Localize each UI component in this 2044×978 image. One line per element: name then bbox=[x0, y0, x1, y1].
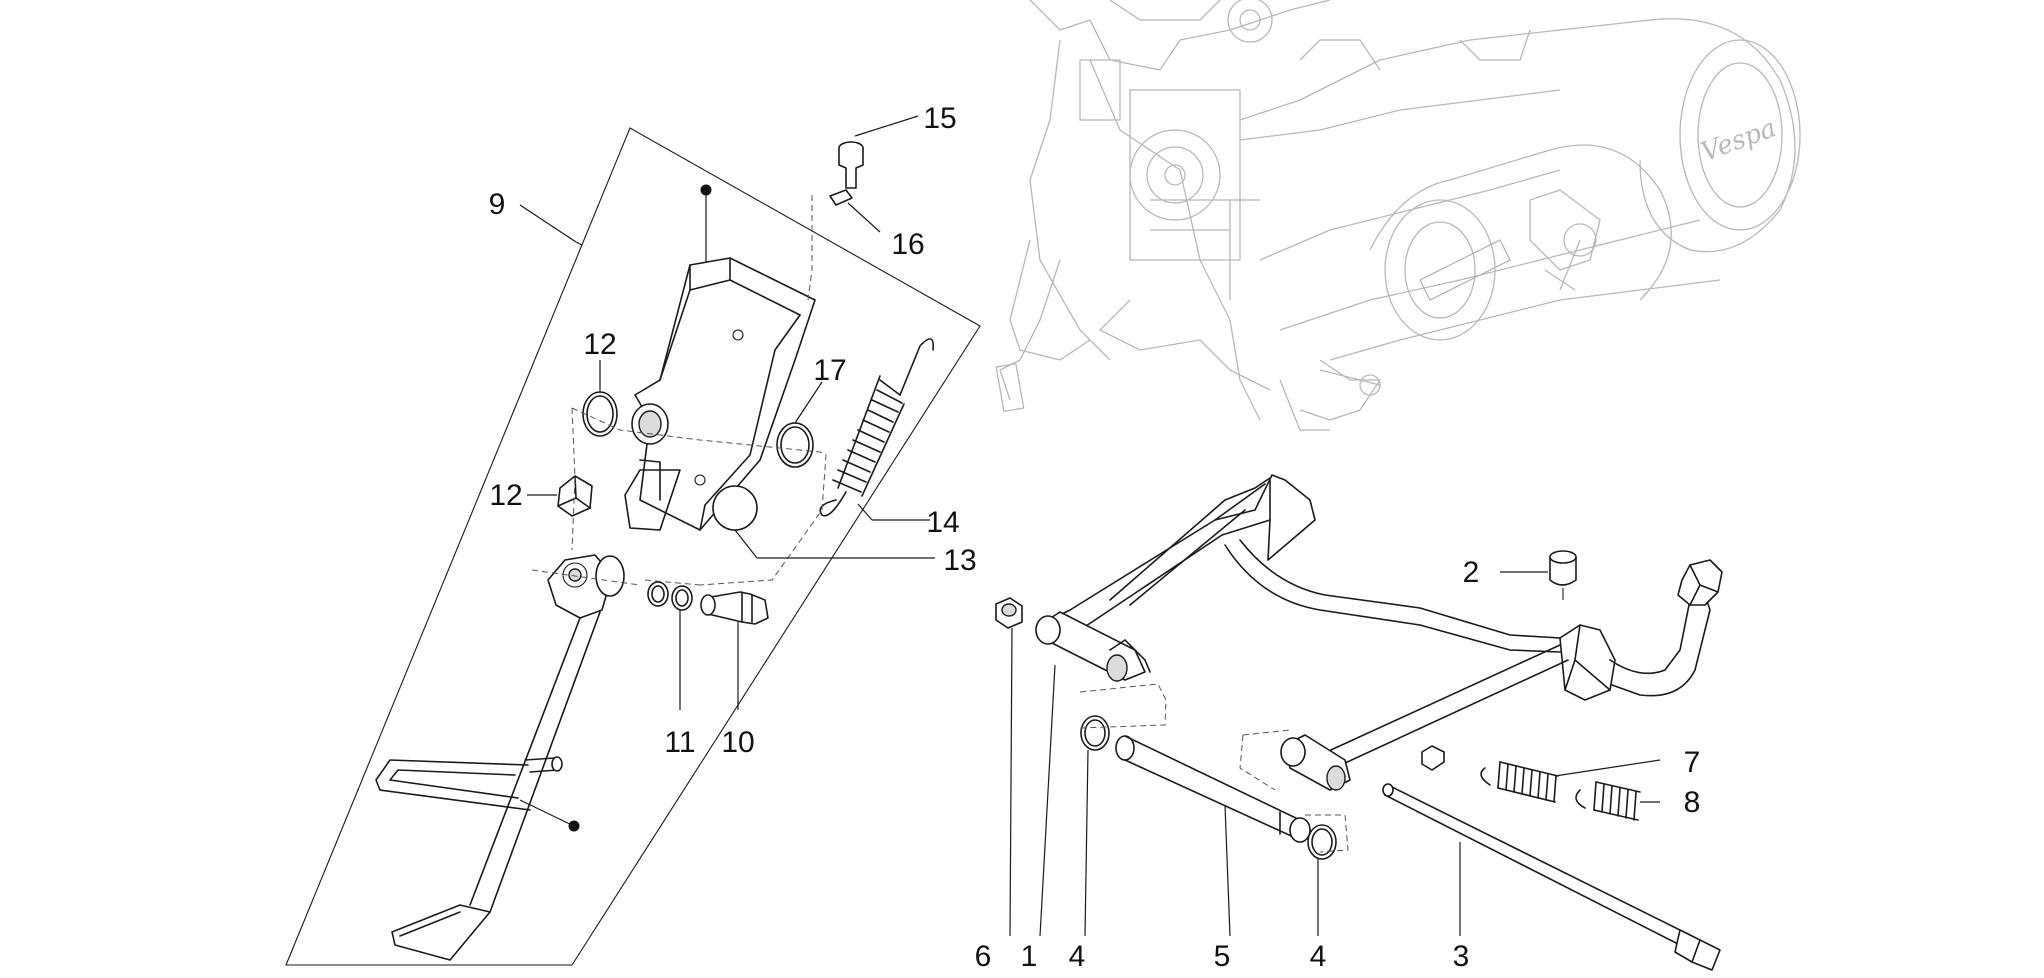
o-ring-left bbox=[582, 391, 618, 437]
washer-1 bbox=[647, 581, 669, 607]
callout-label: 6 bbox=[975, 940, 992, 973]
foot-pad bbox=[1677, 559, 1723, 606]
callout-label: 14 bbox=[926, 506, 959, 539]
callout-label: 10 bbox=[721, 726, 754, 759]
callout-label: 17 bbox=[813, 354, 846, 387]
callout-label: 8 bbox=[1684, 786, 1701, 819]
screw bbox=[838, 141, 864, 189]
stand-spring bbox=[819, 338, 935, 517]
pivot-pin bbox=[1115, 735, 1311, 843]
callout-label: 3 bbox=[1453, 940, 1470, 973]
center-stand-group bbox=[995, 474, 1723, 971]
side-stand-group bbox=[285, 127, 981, 966]
callout-label: 4 bbox=[1069, 940, 1086, 973]
group-9-outline bbox=[285, 127, 981, 966]
callout-label: 5 bbox=[1214, 940, 1231, 973]
callout-label: 13 bbox=[943, 544, 976, 577]
callout-label: 11 bbox=[664, 726, 695, 759]
washer-small bbox=[829, 189, 853, 206]
engine-logo-text: Vespa bbox=[1697, 113, 1780, 168]
center-stand-frame bbox=[1049, 474, 1316, 631]
callout-label: 1 bbox=[1021, 940, 1038, 973]
callout-label: 12 bbox=[583, 328, 616, 361]
rubber-plug bbox=[712, 485, 758, 531]
foot-lever bbox=[1559, 624, 1616, 701]
washer-2 bbox=[671, 585, 693, 611]
o-ring-right bbox=[776, 422, 814, 468]
callout-label: 2 bbox=[1463, 556, 1480, 589]
callouts: 1 2 3 4 4 5 6 7 8 9 10 11 12 12 13 14 15… bbox=[489, 102, 1701, 973]
callout-label: 12 bbox=[489, 479, 522, 512]
rubber-stopper bbox=[1549, 550, 1577, 600]
callout-label: 7 bbox=[1684, 746, 1701, 779]
engine-assembly: Vespa bbox=[995, 0, 1801, 431]
return-spring-7 bbox=[1480, 761, 1559, 803]
callout-label: 4 bbox=[1310, 940, 1327, 973]
leader-lines bbox=[519, 115, 1661, 937]
callout-label: 15 bbox=[923, 102, 956, 135]
return-spring-8 bbox=[1575, 781, 1641, 821]
callout-label: 16 bbox=[891, 228, 924, 261]
callout-label: 9 bbox=[489, 188, 506, 221]
long-bolt bbox=[1382, 783, 1721, 971]
